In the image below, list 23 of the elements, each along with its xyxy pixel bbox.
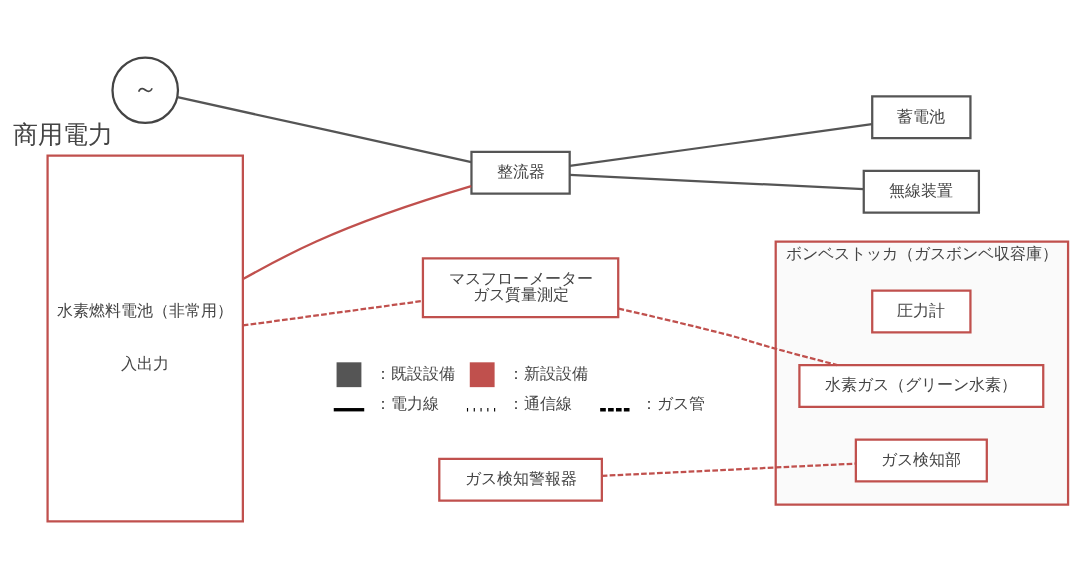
node-box: 無線装置 xyxy=(862,169,981,214)
node-circle: ～ xyxy=(111,55,180,124)
node-box: ガス検知部 xyxy=(854,438,988,483)
node-label: 商用電力 xyxy=(12,119,113,149)
node-box: マスフローメーター ガス質量測定 xyxy=(421,256,620,318)
connector xyxy=(177,95,472,163)
legend-label: ：通信線 xyxy=(508,393,573,413)
connector xyxy=(601,462,856,477)
node-box: 水素燃料電池（非常用） 入出力 xyxy=(46,154,244,523)
connector xyxy=(618,307,838,366)
node-box: 整流器 xyxy=(470,150,571,195)
connector xyxy=(242,184,472,280)
legend-label: ：新設設備 xyxy=(508,363,589,383)
node-box: ガス検知警報器 xyxy=(438,457,603,502)
connector xyxy=(242,299,423,327)
node-box: 蓄電池 xyxy=(871,94,972,139)
legend-label: ：既設設備 xyxy=(374,363,455,383)
legend-label: ：ガス管 xyxy=(641,393,706,413)
node-box: 水素ガス（グリーン水素） xyxy=(798,363,1045,408)
connector xyxy=(569,173,864,190)
legend-label: ：電力線 xyxy=(374,393,439,413)
connector xyxy=(569,122,873,167)
node-box: 圧力計 xyxy=(871,289,972,334)
